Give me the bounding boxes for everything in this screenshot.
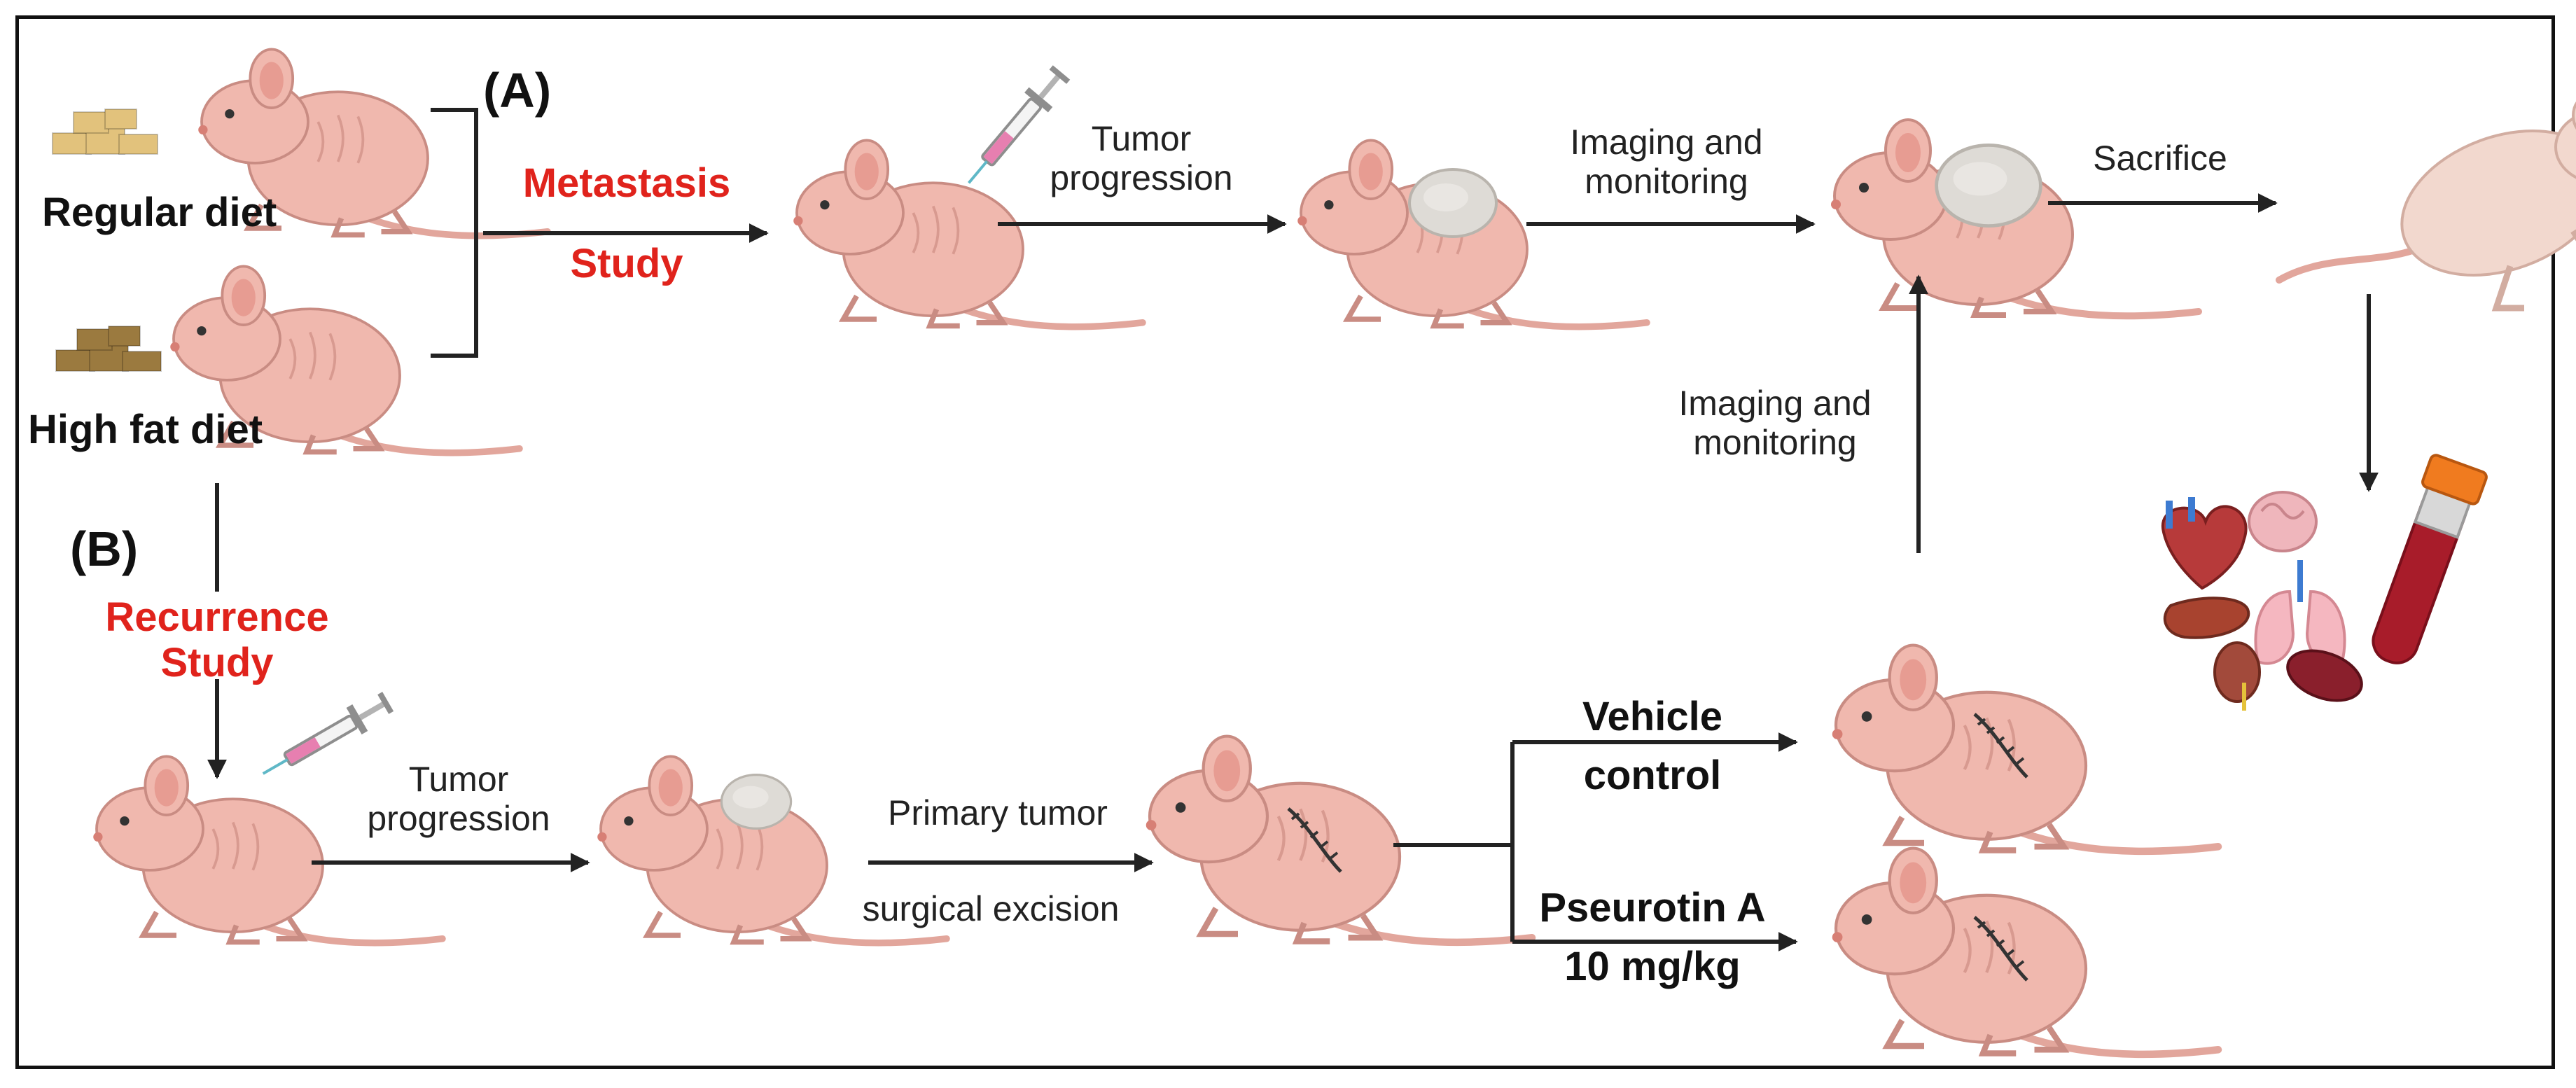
sacrifice-label: Sacrifice: [2093, 139, 2227, 178]
recurrence-line1: Recurrence: [105, 594, 329, 640]
metastasis-study-label: Metastasis: [501, 160, 753, 207]
treatment-branch: [1393, 742, 1515, 942]
tumor-icon: [1408, 168, 1498, 238]
bottom-tumor-line1: Tumor: [408, 760, 509, 799]
metastasis-line1: Metastasis: [522, 160, 731, 206]
mouse-vehicle-control-icon: [1832, 646, 2218, 851]
high-fat-diet-pellets-icon: [55, 326, 162, 372]
blood-sample-tube-icon: [2372, 454, 2488, 664]
vehicle-control-label: Vehicle control: [1547, 688, 1757, 805]
recurrence-study-label: Recurrence Study: [77, 594, 357, 686]
metastasis-study-label-line2: Study: [501, 241, 753, 287]
bottom-tumor-progression-label: Tumor progression: [333, 760, 585, 838]
mouse-pseurotin-treated-icon: [1832, 849, 2218, 1054]
top-tumor-line1: Tumor: [1091, 119, 1192, 158]
top-imaging-line2: monitoring: [1585, 162, 1748, 201]
tumor-icon: [1937, 145, 2041, 225]
harvested-organs-icon: [2161, 491, 2363, 711]
excision-top-label: Primary tumor: [888, 793, 1108, 832]
vertical-imaging-line2: monitoring: [1693, 423, 1857, 462]
panel-a-label: (A): [483, 63, 552, 118]
vertical-imaging-label: Imaging and monitoring: [1642, 384, 1908, 462]
sacrificed-mouse-icon: [2276, 101, 2576, 312]
panel-b-label: (B): [70, 522, 139, 576]
pseurotin-treatment-label: Pseurotin A 10 mg/kg: [1526, 879, 1778, 996]
pseurotin-line2: 10 mg/kg: [1564, 944, 1741, 990]
top-tumor-progression-label: Tumor progression: [1036, 119, 1246, 197]
vehicle-line2: control: [1583, 753, 1722, 799]
metastasis-line2: Study: [570, 241, 683, 286]
top-imaging-line1: Imaging and: [1570, 123, 1763, 162]
diet-group-bracket: [431, 108, 478, 358]
top-tumor-line2: progression: [1050, 158, 1233, 197]
top-imaging-label: Imaging and monitoring: [1526, 123, 1806, 201]
regular-diet-pellets-icon: [52, 109, 158, 155]
high-fat-diet-label: High fat diet: [28, 407, 263, 452]
vertical-imaging-line1: Imaging and: [1678, 384, 1872, 423]
regular-diet-label: Regular diet: [42, 190, 277, 235]
pseurotin-line1: Pseurotin A: [1539, 885, 1766, 930]
tumor-icon: [720, 773, 793, 830]
vehicle-line1: Vehicle: [1582, 694, 1722, 739]
excision-bottom-label: surgical excision: [862, 889, 1120, 928]
mouse-surgical-excision-icon: [1146, 737, 1532, 942]
recurrence-line2: Study: [160, 639, 274, 685]
bottom-tumor-line2: progression: [367, 799, 550, 838]
